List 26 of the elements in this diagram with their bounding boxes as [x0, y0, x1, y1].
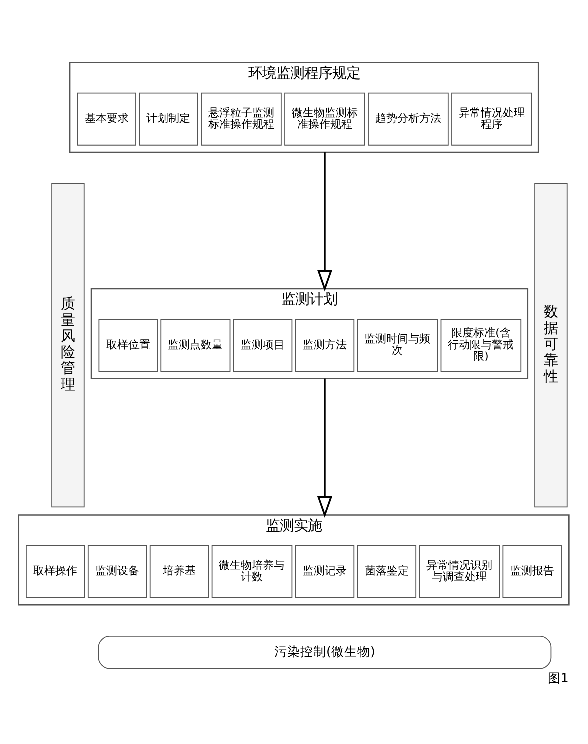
arrow: [317, 152, 333, 292]
node-box: 基本要求: [77, 92, 136, 146]
node-box: 限度标准(含行动限与警戒限): [440, 318, 522, 372]
node-box: 监测记录: [295, 544, 355, 598]
node-box: 趋势分析方法: [368, 92, 449, 146]
node-box: 悬浮粒子监测标准操作规程: [201, 92, 282, 146]
node-box: 监测设备: [88, 544, 148, 598]
node-box: 取样位置: [98, 318, 158, 372]
node-box: 培养基: [150, 544, 210, 598]
node-box: 质量风险管理: [52, 183, 85, 508]
node-box: 监测时间与频次: [357, 318, 438, 372]
node-box: 监测报告: [502, 544, 562, 598]
node-box: 微生物监测标准操作规程: [284, 92, 366, 146]
node-box: 异常情况处理程序: [452, 92, 532, 146]
caption: 图1: [548, 670, 569, 685]
node-box: 污染控制(微生物): [98, 636, 552, 669]
node-box: 微生物培养与计数: [212, 544, 293, 598]
node-box: 监测方法: [295, 318, 355, 372]
node-box: 数据可靠性: [534, 183, 568, 508]
node-box: 监测项目: [233, 318, 293, 372]
node-box: 取样操作: [26, 544, 86, 598]
node-box: 菌落鉴定: [357, 544, 417, 598]
arrow: [317, 378, 333, 518]
node-box: 监测点数量: [160, 318, 231, 372]
node-box: 计划制定: [139, 92, 198, 146]
node-box: 异常情况识别与调查处理: [419, 544, 500, 598]
